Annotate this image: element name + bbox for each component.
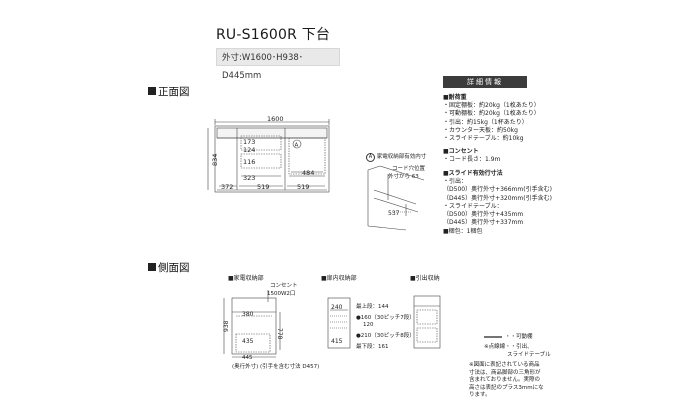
cabinet-outline [214, 125, 330, 193]
front-dim-323: 323 [243, 174, 255, 182]
drawer-heading: ■引出収納 [410, 275, 440, 282]
legend-line-1: ・・可動棚 [505, 334, 533, 340]
footnote-line: 寸法は、商品脚部の三角形が [469, 369, 541, 376]
cabinet-heading: ■扉内収納部 [321, 275, 357, 282]
legend-solid-line [484, 336, 502, 338]
load-item: ・可動棚板：約20kg（1枚あたり） [443, 110, 540, 118]
load-block: ■耐荷重 ・固定棚板：約20kg（1枚あたり） ・可動棚板：約20kg（1枚あた… [443, 94, 540, 143]
product-title: RU-S1600R 下台 [216, 27, 331, 43]
cord-note-1: コード穴位置 [392, 166, 426, 172]
footnote-line: ※図面に表記されている商品 [469, 362, 540, 368]
front-view-label: 正面図 [158, 86, 190, 98]
pack-text: 梱包：1梱包 [448, 228, 483, 235]
side-view-label: 側面図 [158, 262, 190, 274]
slide-item: ・引出： [443, 178, 468, 186]
outlet-item: ・コード長さ：1.9m [443, 156, 501, 164]
pack-info: ■梱包：1梱包 [443, 228, 483, 235]
slide-item: （D500）奥行外寸+435mm [443, 211, 524, 219]
cabinet-dim-240: 240 [331, 304, 343, 311]
details-heading: 詳細情報 [443, 76, 527, 88]
front-width-label: 1600 [267, 116, 284, 123]
cabinet-160: ●160（30ピッチ7段） [356, 315, 415, 321]
side-dim-778: 778 [276, 328, 283, 340]
legend-line-3: スライドテーブル [507, 352, 551, 358]
front-dim-124: 124 [243, 146, 255, 154]
outlet-label-2: 1500W2口 [267, 291, 296, 297]
outlet-block: ■コンセント ・コード長さ：1.9m [443, 148, 500, 164]
detail-a-dim: 537 [388, 210, 400, 217]
slide-heading: ■スライド有効行寸法 [443, 170, 503, 177]
front-view-drawing: 1600 834 173 124 116 323 372 519 519 484… [207, 116, 330, 193]
slide-item: （D445）奥行外寸+320mm(引手含む) [443, 194, 552, 202]
slide-item: （D500）奥行外寸+366mm(引手含む) [443, 186, 552, 194]
side-dim-435: 435 [242, 338, 254, 345]
footnote-line: 含まれておりません。実際の [469, 377, 541, 384]
cord-note-2: 外寸から 63 [388, 174, 419, 180]
side-caption: (奥行外寸) (引手を含む寸法 D457) [232, 364, 320, 370]
cabinet-120: 120 [363, 322, 374, 328]
slide-item: ・スライドテーブル： [443, 202, 503, 210]
detail-marker-a: A [295, 143, 299, 149]
footnote: ※図面に表記されている商品 寸法は、商品脚部の三角形が 含まれておりません。実際… [469, 362, 544, 400]
footnote-line: 高さは表記のプラス3mmにな [469, 384, 544, 391]
dimensions-bar: 外寸:W1600･H938･D445mm [216, 48, 340, 81]
front-dim-519-b: 519 [297, 183, 309, 191]
load-item: ・固定棚板：約20kg（1枚あたり） [443, 102, 540, 110]
front-dim-372: 372 [221, 183, 233, 191]
square-bullet-icon [148, 263, 156, 271]
appliance-side-drawing: 380 778 938 435 [223, 290, 283, 358]
load-heading: ■耐荷重 [443, 94, 467, 101]
cabinet-210: ●210（30ピッチ8段） [356, 333, 415, 339]
load-item: ・カウンター天板：約50kg [443, 126, 518, 134]
cabinet-bottom: 最下段：161 [356, 344, 389, 350]
slide-item: （D445）奥行外寸+337mm [443, 219, 524, 227]
appliance-heading: ■家電収納部 [228, 275, 264, 282]
square-bullet-icon [148, 87, 156, 95]
front-dim-116: 116 [243, 158, 255, 166]
load-item: ・スライドテーブル：約10kg [443, 135, 524, 143]
side-dim-445: 445 [242, 355, 253, 361]
outlet-heading: ■コンセント [443, 148, 479, 155]
cabinet-side-drawing: 240 415 [327, 297, 351, 349]
footnote-line: ります。 [469, 392, 491, 399]
legend-line-2: ※点線線・・引出、 [484, 344, 533, 350]
detail-a-caption-text: 家電収納部有効内寸 [376, 154, 427, 160]
appliance-outline [231, 297, 277, 355]
detail-a-drawing: 537 [367, 165, 425, 231]
front-height-label: 834 [211, 154, 219, 166]
front-view-heading: 正面図 [148, 84, 190, 99]
front-dim-519-a: 519 [257, 183, 269, 191]
cabinet-dim-415: 415 [331, 338, 343, 345]
front-dim-484: 484 [302, 169, 314, 177]
detail-a-caption: A 家電収納部有効内寸 [366, 152, 426, 162]
dimensions-text: 外寸:W1600･H938･D445mm [222, 53, 304, 81]
side-dim-380: 380 [242, 311, 254, 318]
front-dim-173: 173 [243, 138, 255, 146]
side-view-heading: 側面図 [148, 260, 190, 275]
drawer-side-drawing [413, 295, 441, 349]
outlet-label-1: コンセント [270, 283, 298, 289]
slide-block: ■スライド有効行寸法 ・引出： （D500）奥行外寸+366mm(引手含む) （… [443, 170, 552, 227]
load-item: ・引出：約15kg（1杯あたり） [443, 118, 528, 126]
cabinet-top: 最上段：144 [356, 304, 389, 310]
side-dim-938: 938 [223, 320, 230, 332]
